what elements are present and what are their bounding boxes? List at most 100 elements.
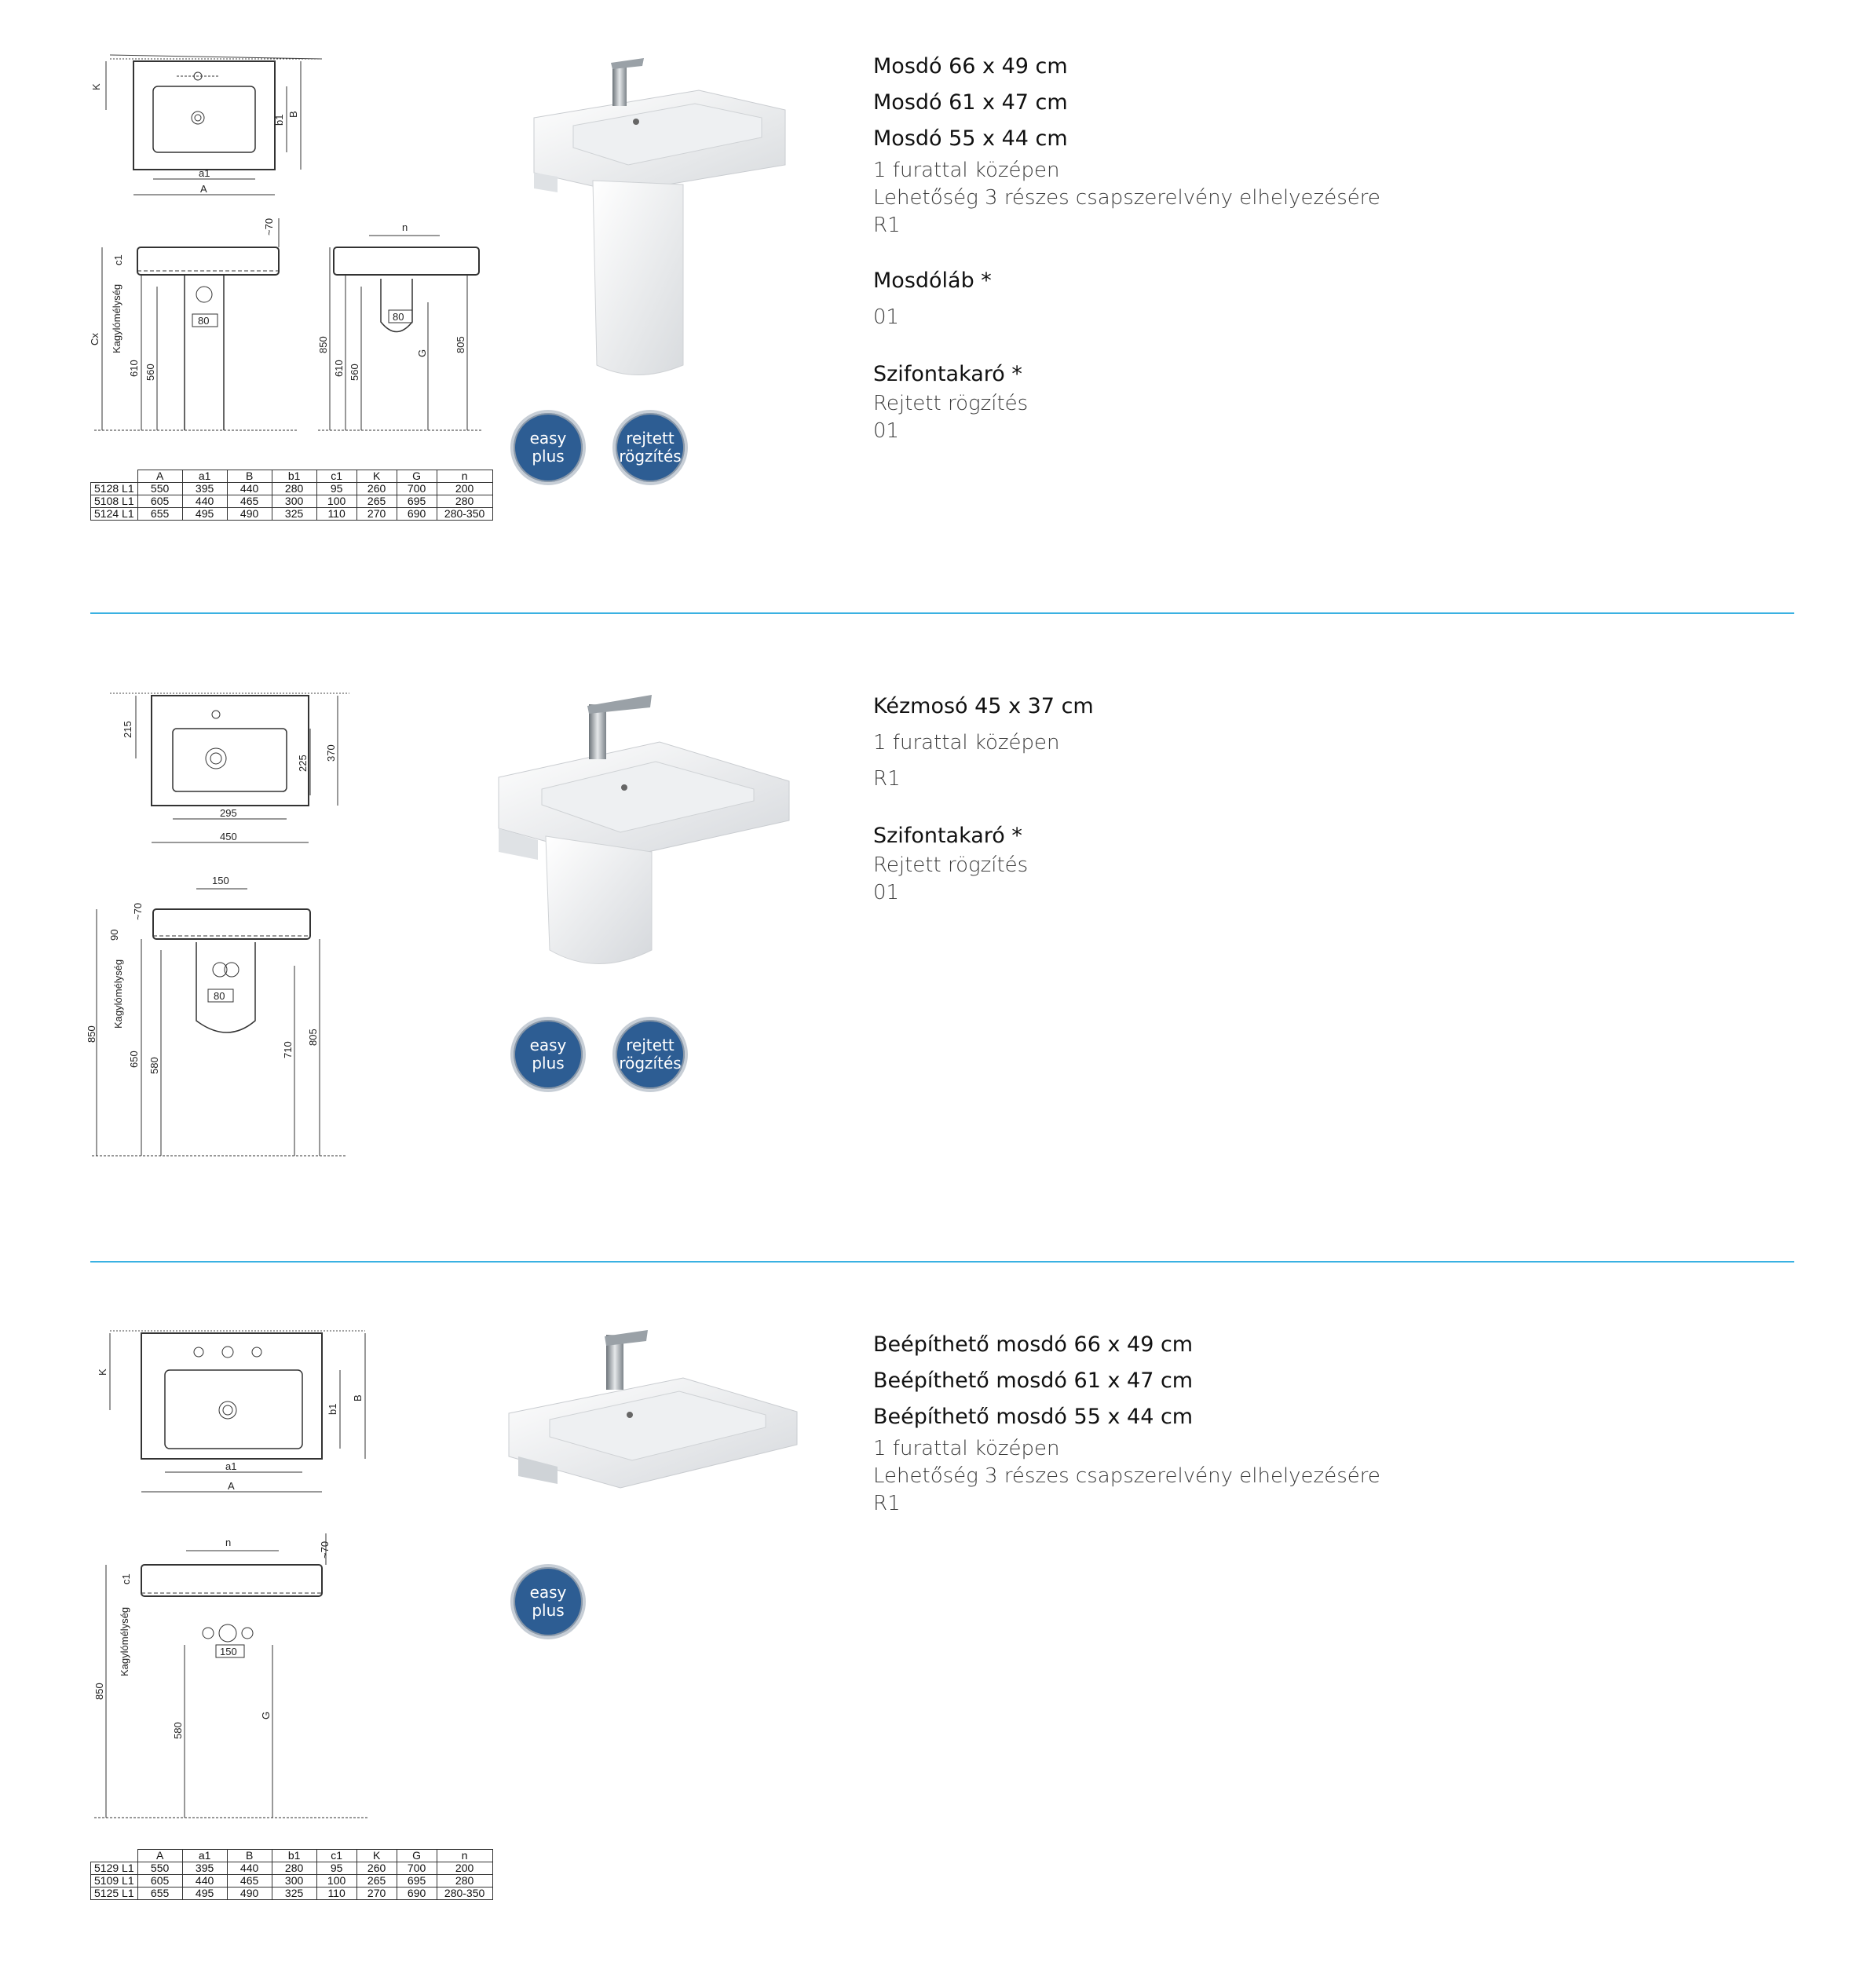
badge-line1: rejtett — [626, 429, 675, 448]
section3-product-photo — [503, 1327, 801, 1500]
section1-top-drawing: K b1 B a1 A — [90, 54, 326, 204]
badge-line2: plus — [532, 1601, 565, 1620]
table-cell: 280-350 — [436, 1887, 493, 1900]
section1-front-drawing: 80 ~70 Cx Kagylómélység c1 610 560 — [89, 212, 302, 440]
table-header: n — [436, 470, 493, 483]
accessory-title: Szifontakaró * — [873, 824, 1022, 848]
table-header: a1 — [181, 470, 228, 483]
table-row: 5108 L1 605 440 465 300 100 265 695 280 — [90, 495, 493, 508]
label-80-s2: 80 — [214, 990, 225, 1002]
table-cell: 100 — [316, 1874, 357, 1888]
accessory-title: Mosdóláb * — [873, 269, 992, 293]
table-cell: 690 — [396, 507, 437, 521]
table-row: 5124 L1 655 495 490 325 110 270 690 280-… — [90, 507, 493, 521]
label-850: 850 — [317, 336, 329, 353]
table-cell: 5129 L1 — [90, 1862, 138, 1875]
table-cell: 200 — [436, 1862, 493, 1875]
product-title: Mosdó 66 x 49 cm — [873, 54, 1068, 79]
section1-product-photo — [526, 55, 793, 385]
table-header: b1 — [271, 470, 317, 483]
table-header-row: A a1 B b1 c1 K G n — [90, 1849, 493, 1862]
section1-side-drawing: n 80 850 610 560 G 805 — [314, 212, 487, 440]
table-cell: 695 — [396, 495, 437, 508]
table-cell: 605 — [137, 1874, 183, 1888]
product-detail: R1 — [873, 767, 901, 791]
section2-product-photo — [495, 695, 793, 985]
table-cell: 605 — [137, 495, 183, 508]
table-header — [90, 470, 138, 483]
table-cell: 495 — [181, 1887, 228, 1900]
label-n: n — [402, 221, 408, 233]
label-610-side: 610 — [333, 360, 345, 377]
table-cell: 110 — [316, 1887, 357, 1900]
label-90: 90 — [108, 930, 120, 941]
section3-description: Beépíthető mosdó 66 x 49 cm Beépíthető m… — [873, 1327, 1776, 1518]
label-850-s3: 850 — [93, 1683, 105, 1700]
badge-easy-plus: easy plus — [510, 1564, 586, 1639]
section2-top-drawing: 215 225 370 295 450 — [90, 689, 357, 854]
table-cell: 440 — [226, 482, 272, 495]
section2-description: Kézmosó 45 x 37 cm 1 furattal középen R1… — [873, 689, 1776, 907]
label-80-side: 80 — [393, 311, 404, 323]
accessory-title: Szifontakaró * — [873, 362, 1022, 386]
product-title: Mosdó 61 x 47 cm — [873, 90, 1068, 115]
table-cell: 265 — [356, 495, 397, 508]
table-row: 5125 L1 655 495 490 325 110 270 690 280-… — [90, 1887, 493, 1900]
accessory-detail: Rejtett rögzítés — [873, 392, 1029, 415]
label-805: 805 — [455, 336, 466, 353]
table-cell: 695 — [396, 1874, 437, 1888]
table-cell: 260 — [356, 1862, 397, 1875]
label-n-s3: n — [225, 1537, 231, 1548]
product-title: Kézmosó 45 x 37 cm — [873, 694, 1094, 718]
label-150: 150 — [212, 875, 229, 886]
product-detail: R1 — [873, 1492, 901, 1515]
label-approx70-s2: ~70 — [132, 903, 144, 920]
label-depth: Kagylómélység — [111, 284, 122, 353]
badge-line1: easy — [529, 1036, 567, 1054]
table-cell: 270 — [356, 507, 397, 521]
table-header: c1 — [316, 1849, 357, 1862]
product-detail: 1 furattal középen — [873, 1437, 1060, 1460]
table-row: 5109 L1 605 440 465 300 100 265 695 280 — [90, 1874, 493, 1888]
badge-line1: rejtett — [626, 1036, 675, 1054]
table-cell: 280 — [436, 1874, 493, 1888]
table-header: K — [356, 1849, 397, 1862]
label-580: 580 — [148, 1057, 160, 1074]
label-Cx: Cx — [89, 333, 101, 345]
label-370: 370 — [325, 744, 337, 762]
label-depth-s2: Kagylómélység — [112, 959, 124, 1029]
table-row: 5129 L1 550 395 440 280 95 260 700 200 — [90, 1862, 493, 1875]
label-650: 650 — [128, 1051, 140, 1068]
table-cell: 110 — [316, 507, 357, 521]
table-cell: 200 — [436, 482, 493, 495]
product-title: Beépíthető mosdó 66 x 49 cm — [873, 1332, 1194, 1357]
table-header: c1 — [316, 470, 357, 483]
table-header: G — [396, 1849, 437, 1862]
badge-line2: rögzítés — [619, 447, 682, 466]
table-header: G — [396, 470, 437, 483]
product-title: Beépíthető mosdó 55 x 44 cm — [873, 1405, 1194, 1429]
table-cell: 440 — [181, 1874, 228, 1888]
table-cell: 5109 L1 — [90, 1874, 138, 1888]
product-detail: 1 furattal középen — [873, 731, 1060, 755]
table-cell: 265 — [356, 1874, 397, 1888]
table-cell: 395 — [181, 482, 228, 495]
section1-spec-table: A a1 B b1 c1 K G n 5128 L1 550 395 440 2… — [90, 470, 493, 521]
table-cell: 550 — [137, 482, 183, 495]
table-header: n — [436, 1849, 493, 1862]
label-610: 610 — [128, 360, 140, 377]
label-560-side: 560 — [349, 364, 360, 381]
table-cell: 280-350 — [436, 507, 493, 521]
table-cell: 490 — [226, 507, 272, 521]
label-A: A — [200, 183, 207, 195]
badge-rejtett-rogzites: rejtett rögzítés — [612, 1017, 688, 1092]
label-approx70-s3: ~70 — [319, 1541, 331, 1559]
table-row: 5128 L1 550 395 440 280 95 260 700 200 — [90, 482, 493, 495]
label-295: 295 — [220, 807, 237, 819]
table-cell: 655 — [137, 1887, 183, 1900]
table-cell: 260 — [356, 482, 397, 495]
label-c1-s3: c1 — [120, 1573, 132, 1584]
table-header: A — [137, 1849, 183, 1862]
table-cell: 495 — [181, 507, 228, 521]
table-cell: 690 — [396, 1887, 437, 1900]
